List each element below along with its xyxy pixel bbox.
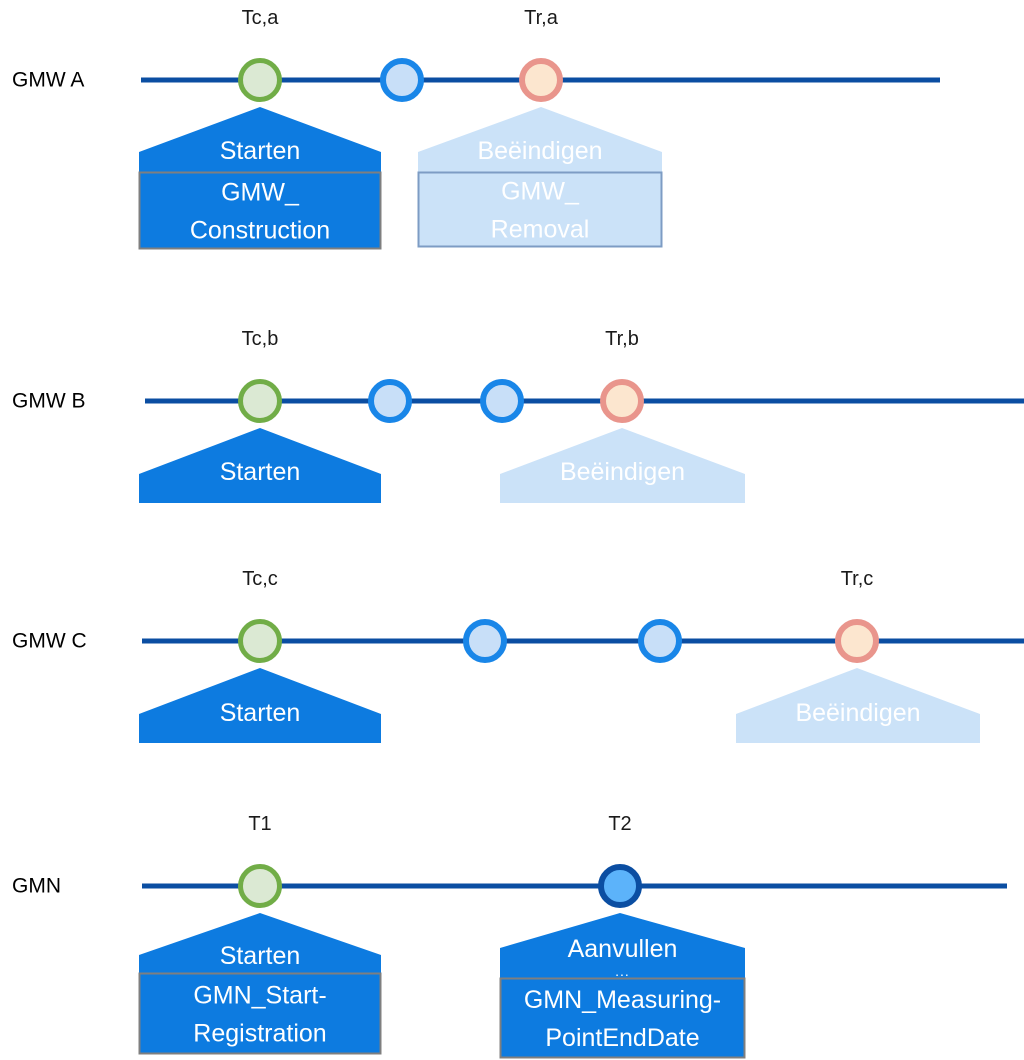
pennant-shape-aanvullen-gmn [500, 913, 745, 978]
pennant-box-label-starten-gmn-1: Registration [193, 1020, 326, 1048]
pennant-label-starten-b: Starten [220, 458, 301, 486]
tick-label-tc-b: Tc,b [242, 328, 279, 350]
pennant-aanvullen-gmn[interactable]: Aanvullen... GMN_Measuring- PointEndDate [499, 913, 746, 1059]
pennant-sublabel-aanvullen-gmn: ... [615, 963, 630, 979]
tick-label-tr-b: Tr,b [605, 328, 639, 350]
pennant-box-beeindigen-a [417, 171, 663, 248]
pennant-box-starten-gmn [138, 972, 382, 1055]
pennant-box-label-starten-gmn-0: GMN_Start- [193, 982, 326, 1010]
marker-mid-b-1[interactable] [368, 379, 412, 423]
row-label-gmn: GMN [12, 875, 61, 898]
pennant-box-label-beeindigen-a-1: Removal [491, 216, 590, 244]
marker-mid-c-1[interactable] [463, 619, 507, 663]
pennant-box-starten-a [138, 171, 382, 250]
pennant-starten-c[interactable]: Starten [139, 668, 381, 743]
pennant-starten-b[interactable]: Starten [139, 428, 381, 503]
tick-label-tr-c: Tr,c [841, 568, 874, 590]
pennant-label-beeindigen-a: Beëindigen [477, 137, 602, 165]
timeline-row-gmw-c: GMW C Starten Beëindigen Tc,c Tr,c [12, 568, 1024, 743]
marker-mid-c-2[interactable] [638, 619, 682, 663]
pennant-box-label-aanvullen-gmn-0: GMN_Measuring- [524, 986, 721, 1014]
row-label-gmw-c: GMW C [12, 630, 87, 653]
pennant-shape-starten-a [139, 107, 381, 172]
timeline-row-gmw-b: GMW B Starten Beëindigen Tc,b Tr,b [12, 328, 1024, 503]
marker-t1[interactable] [238, 864, 282, 908]
row-label-gmw-b: GMW B [12, 390, 86, 413]
marker-tc-b[interactable] [238, 379, 282, 423]
pennant-box-label-aanvullen-gmn-1: PointEndDate [545, 1024, 699, 1052]
tick-label-t1: T1 [248, 813, 271, 835]
tick-label-tr-a: Tr,a [524, 7, 559, 29]
tick-label-tc-c: Tc,c [242, 568, 278, 590]
pennant-shape-beeindigen-b [500, 428, 745, 503]
row-label-gmw-a: GMW A [12, 69, 84, 92]
pennant-box-label-starten-a-1: Construction [190, 217, 330, 245]
pennant-beeindigen-b[interactable]: Beëindigen [500, 428, 745, 503]
pennant-label-starten-gmn: Starten [220, 942, 301, 970]
marker-t2[interactable] [598, 864, 642, 908]
pennant-shape-beeindigen-a [418, 107, 662, 172]
tick-label-tc-a: Tc,a [242, 7, 280, 29]
pennant-label-starten-a: Starten [220, 137, 301, 165]
marker-tr-b[interactable] [600, 379, 644, 423]
pennant-box-label-beeindigen-a-0: GMW_ [501, 178, 580, 206]
pennant-box-label-starten-a-0: GMW_ [221, 179, 300, 207]
marker-mid-b-2[interactable] [480, 379, 524, 423]
pennant-label-beeindigen-c: Beëindigen [795, 699, 920, 727]
pennant-box-aanvullen-gmn [499, 977, 746, 1059]
pennant-label-aanvullen-gmn: Aanvullen [568, 935, 678, 963]
pennant-shape-starten-b [139, 428, 381, 503]
pennant-shape-starten-gmn [139, 913, 381, 973]
pennant-label-starten-c: Starten [220, 699, 301, 727]
pennant-shape-starten-c [139, 668, 381, 743]
marker-mid-a-1[interactable] [380, 58, 424, 102]
marker-tr-c[interactable] [835, 619, 879, 663]
tick-label-t2: T2 [608, 813, 631, 835]
marker-tc-a[interactable] [238, 58, 282, 102]
pennant-beeindigen-c[interactable]: Beëindigen [736, 668, 980, 743]
pennant-label-beeindigen-b: Beëindigen [560, 458, 685, 486]
marker-tr-a[interactable] [519, 58, 563, 102]
pennant-shape-beeindigen-c [736, 668, 980, 743]
marker-tc-c[interactable] [238, 619, 282, 663]
